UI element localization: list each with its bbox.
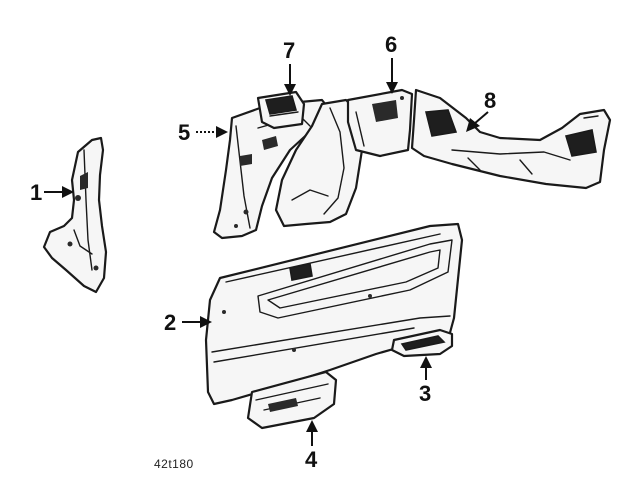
part-5-quarter-panel xyxy=(212,98,332,240)
callout-2: 2 xyxy=(164,310,176,335)
callout-7: 7 xyxy=(283,38,295,63)
part-3-armrest xyxy=(390,328,454,358)
part-4-map-pocket xyxy=(246,370,338,430)
part-8-rear-shelf-trim xyxy=(410,88,612,190)
callout-5: 5 xyxy=(178,120,190,145)
callout-6: 6 xyxy=(385,32,397,57)
callout-8: 8 xyxy=(484,88,496,113)
part-1-pillar-trim xyxy=(42,136,108,294)
diagram-reference-number: 42t180 xyxy=(154,457,194,471)
part-6-upper-quarter-trim xyxy=(346,88,414,158)
callout-leaders xyxy=(44,58,489,446)
callout-4: 4 xyxy=(305,447,318,472)
callout-3: 3 xyxy=(419,381,431,406)
part-7-belt-guide xyxy=(256,90,306,130)
callout-1: 1 xyxy=(30,180,42,205)
part-2-door-panel xyxy=(204,222,464,406)
